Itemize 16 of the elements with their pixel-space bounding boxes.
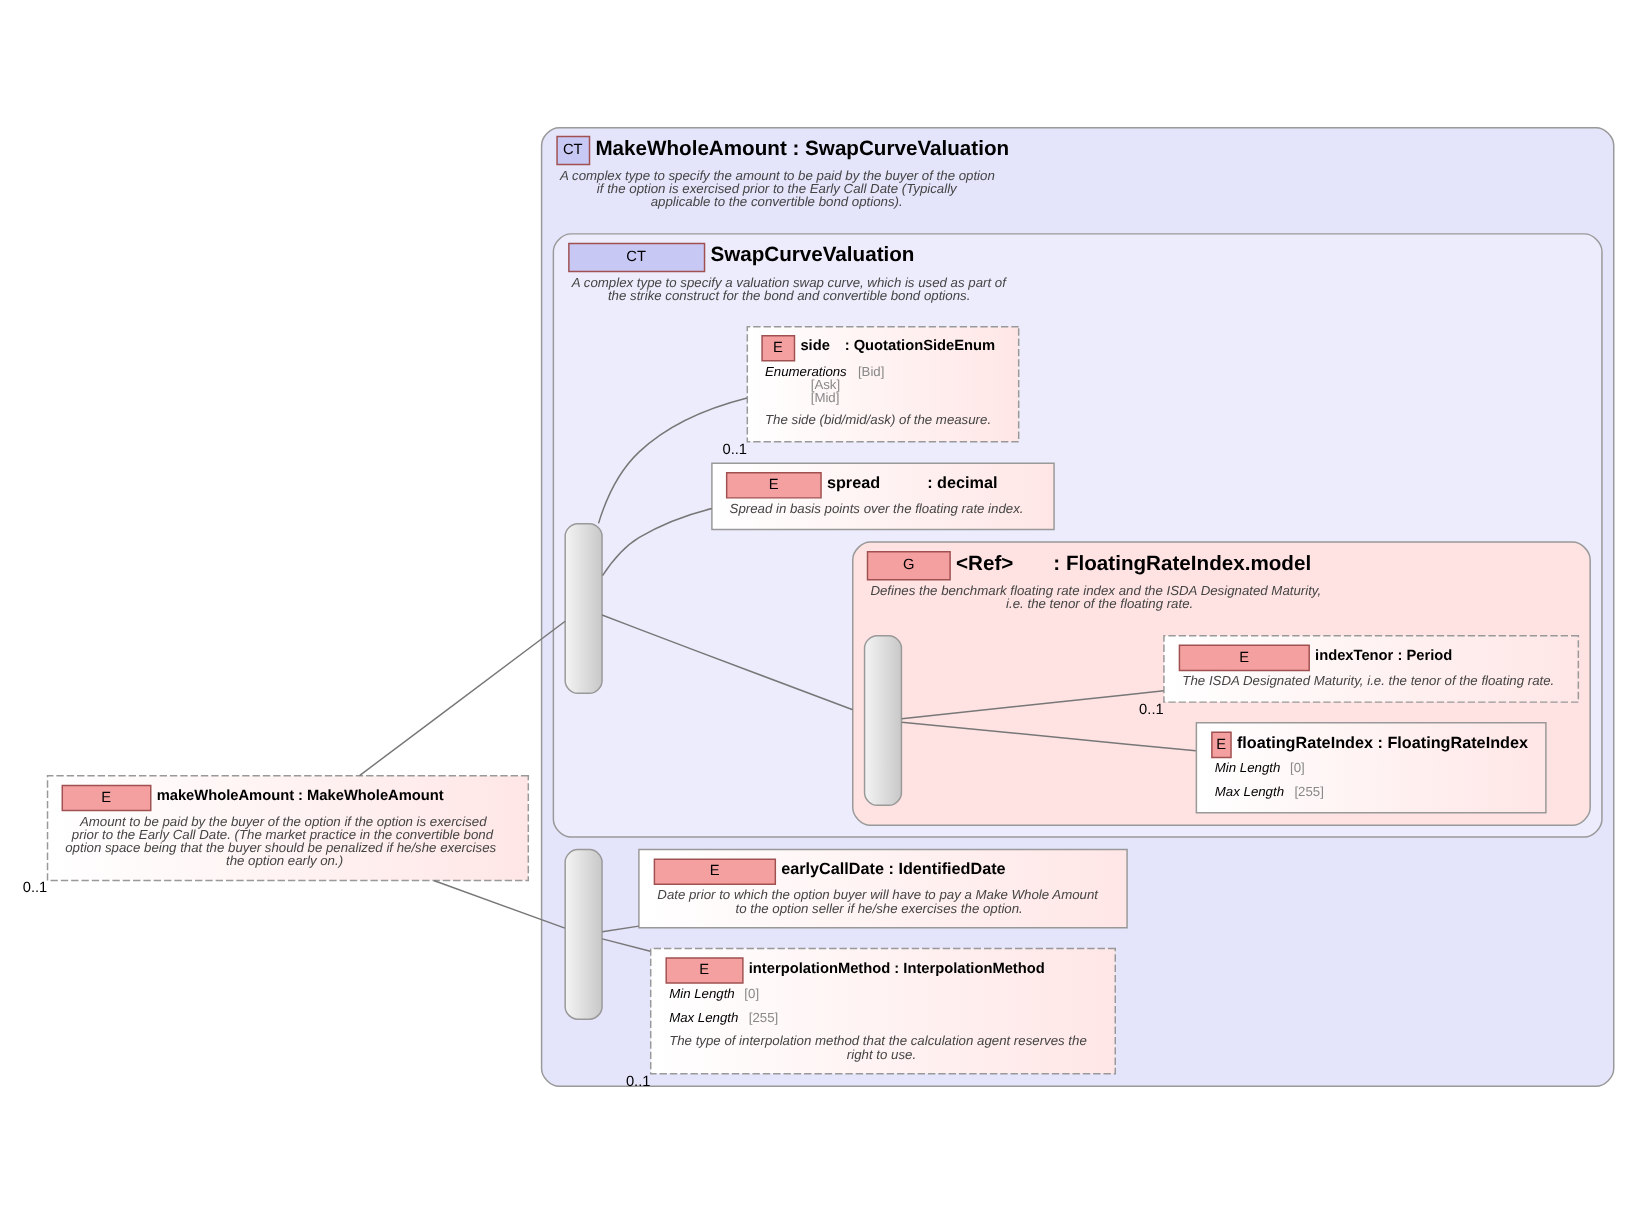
connector [601,506,713,576]
node-bar [863,634,903,806]
node-label: 0..1 [22,877,48,896]
connector [601,924,640,932]
connector [601,937,652,951]
connector [433,878,566,928]
connector [901,720,1197,751]
node-label: 0..1 [1139,698,1164,717]
node-label: 0..1 [722,438,748,457]
connector [601,613,854,710]
connector [597,396,748,524]
node-bar [564,847,603,1019]
node-bar [564,521,603,693]
connector [358,619,566,776]
node-label: 0..1 [625,1070,651,1089]
connector [901,689,1165,719]
